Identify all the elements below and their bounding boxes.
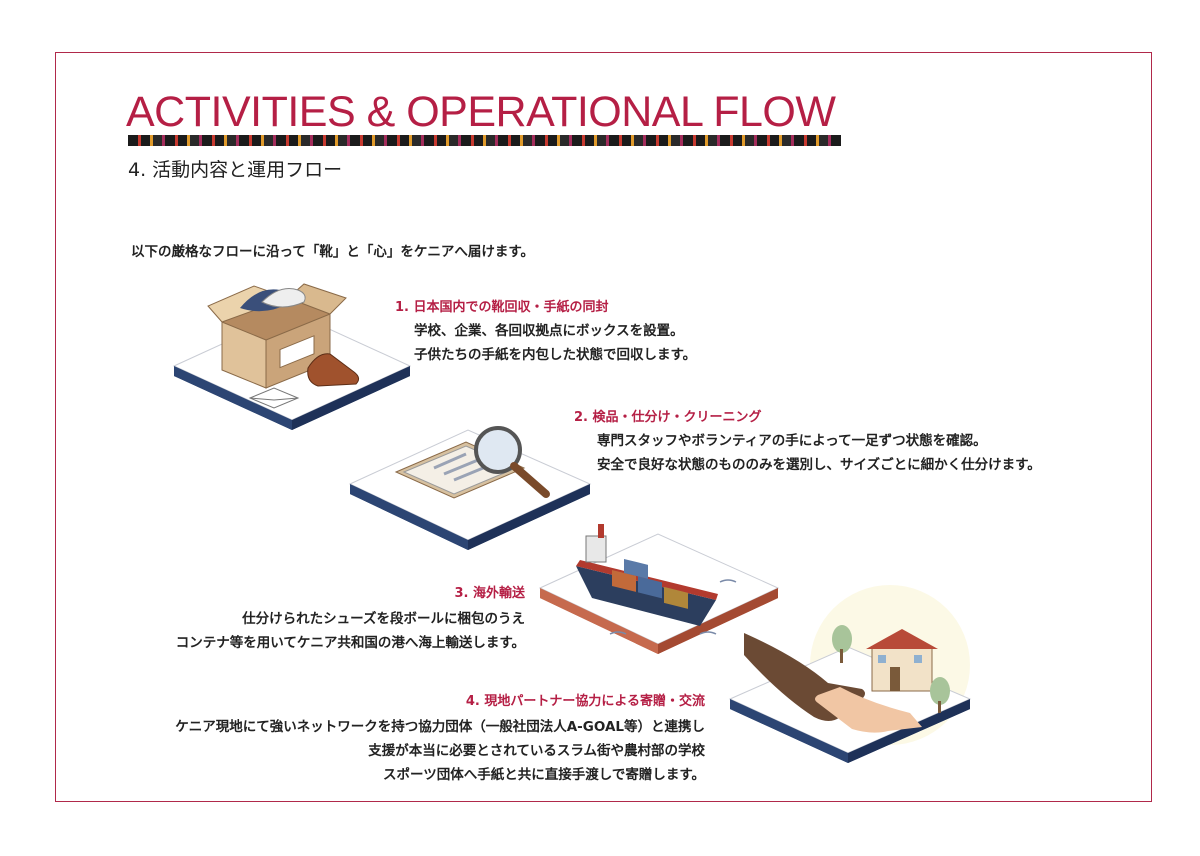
step-4-line-2: 支援が本当に必要とされているスラム街や農村部の学校 bbox=[368, 743, 705, 759]
section-subtitle: 4. 活動内容と運用フロー bbox=[128, 159, 343, 181]
step-4-line-1: ケニア現地にて強いネットワークを持つ協力団体（一般社団法人A-GOAL等）と連携… bbox=[175, 719, 705, 735]
decorative-pattern-band bbox=[128, 135, 841, 146]
handshake-school-icon bbox=[728, 585, 972, 763]
step-1-line-1: 学校、企業、各回収拠点にボックスを設置。 bbox=[414, 323, 684, 339]
shoe-box-icon bbox=[172, 283, 412, 430]
step-2-line-2: 安全で良好な状態のもののみを選別し、サイズごとに細かく仕分けます。 bbox=[597, 457, 1041, 473]
cargo-ship-icon bbox=[538, 524, 780, 654]
step-1-line-2: 子供たちの手紙を内包した状態で回収します。 bbox=[414, 347, 697, 363]
step-4-line-3: スポーツ団体へ手紙と共に直接手渡しで寄贈します。 bbox=[383, 767, 705, 783]
step-1-title: 1. 日本国内での靴回収・手紙の同封 bbox=[395, 300, 609, 315]
step-4-title: 4. 現地パートナー協力による寄贈・交流 bbox=[465, 694, 705, 709]
intro-text: 以下の厳格なフローに沿って「靴」と「心」をケニアへ届けます。 bbox=[131, 244, 534, 260]
magnifier-document-icon bbox=[348, 426, 592, 550]
step-2-title: 2. 検品・仕分け・クリーニング bbox=[574, 410, 762, 425]
page-title: ACTIVITIES & OPERATIONAL FLOW bbox=[126, 88, 836, 136]
step-3-line-1: 仕分けられたシューズを段ボールに梱包のうえ bbox=[242, 611, 525, 627]
page-frame bbox=[55, 52, 1152, 802]
step-2-line-1: 専門スタッフやボランティアの手によって一足ずつ状態を確認。 bbox=[597, 433, 987, 449]
step-3-title: 3. 海外輸送 bbox=[454, 586, 525, 601]
step-3-line-2: コンテナ等を用いてケニア共和国の港へ海上輸送します。 bbox=[175, 635, 525, 651]
